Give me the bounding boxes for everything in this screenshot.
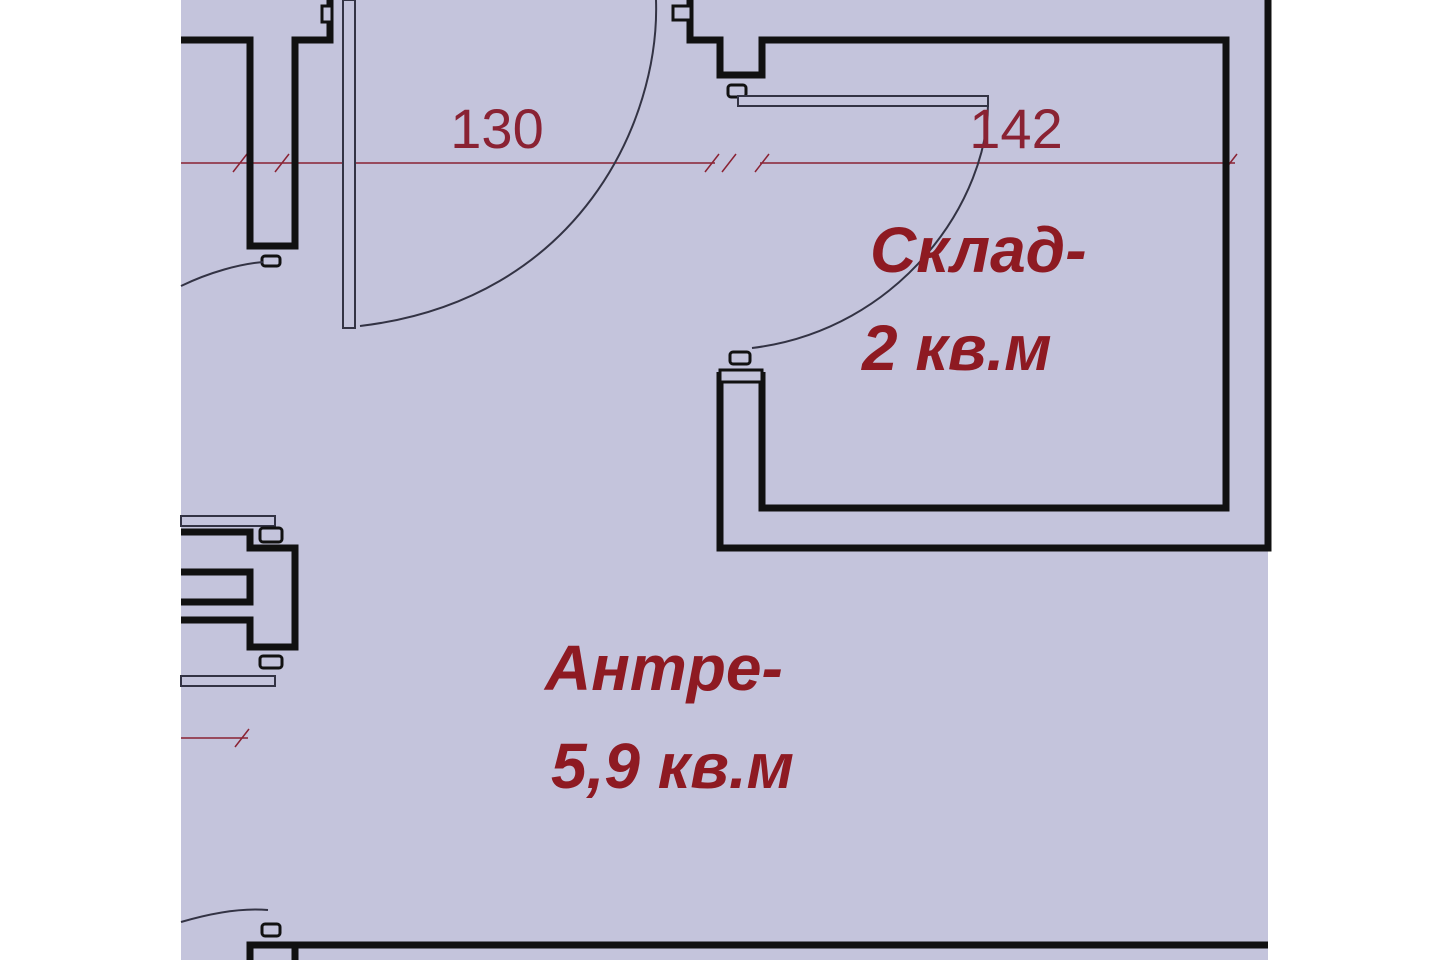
dimension-tick <box>274 153 290 173</box>
floor-area <box>181 0 1268 960</box>
dimension-tick <box>704 153 720 173</box>
door-frame-upper-left <box>260 4 334 268</box>
room-area-storage: 2 кв.м <box>861 312 1052 384</box>
dimension-tick <box>721 153 737 173</box>
dimension-tick <box>232 153 248 173</box>
dimension-label-right: 142 <box>969 97 1062 160</box>
dimension-tick <box>754 153 770 173</box>
door-frame-storage <box>671 4 764 384</box>
room-name-storage: Склад- <box>870 214 1087 286</box>
wall-lower-left <box>180 515 299 687</box>
door-storage <box>737 95 990 349</box>
wall-storage-outer <box>716 0 1272 552</box>
wall-storage-top <box>686 0 1230 512</box>
dimension-label-left: 130 <box>450 97 543 160</box>
room-area-hall: 5,9 кв.м <box>551 730 794 802</box>
door-swing-left-room <box>180 261 264 287</box>
wall-bottom <box>180 908 1268 960</box>
dimension-tick <box>234 728 250 748</box>
room-name-hall: Антре- <box>543 632 783 704</box>
door-upper-left <box>342 0 658 329</box>
wall-upper-left <box>181 0 334 250</box>
